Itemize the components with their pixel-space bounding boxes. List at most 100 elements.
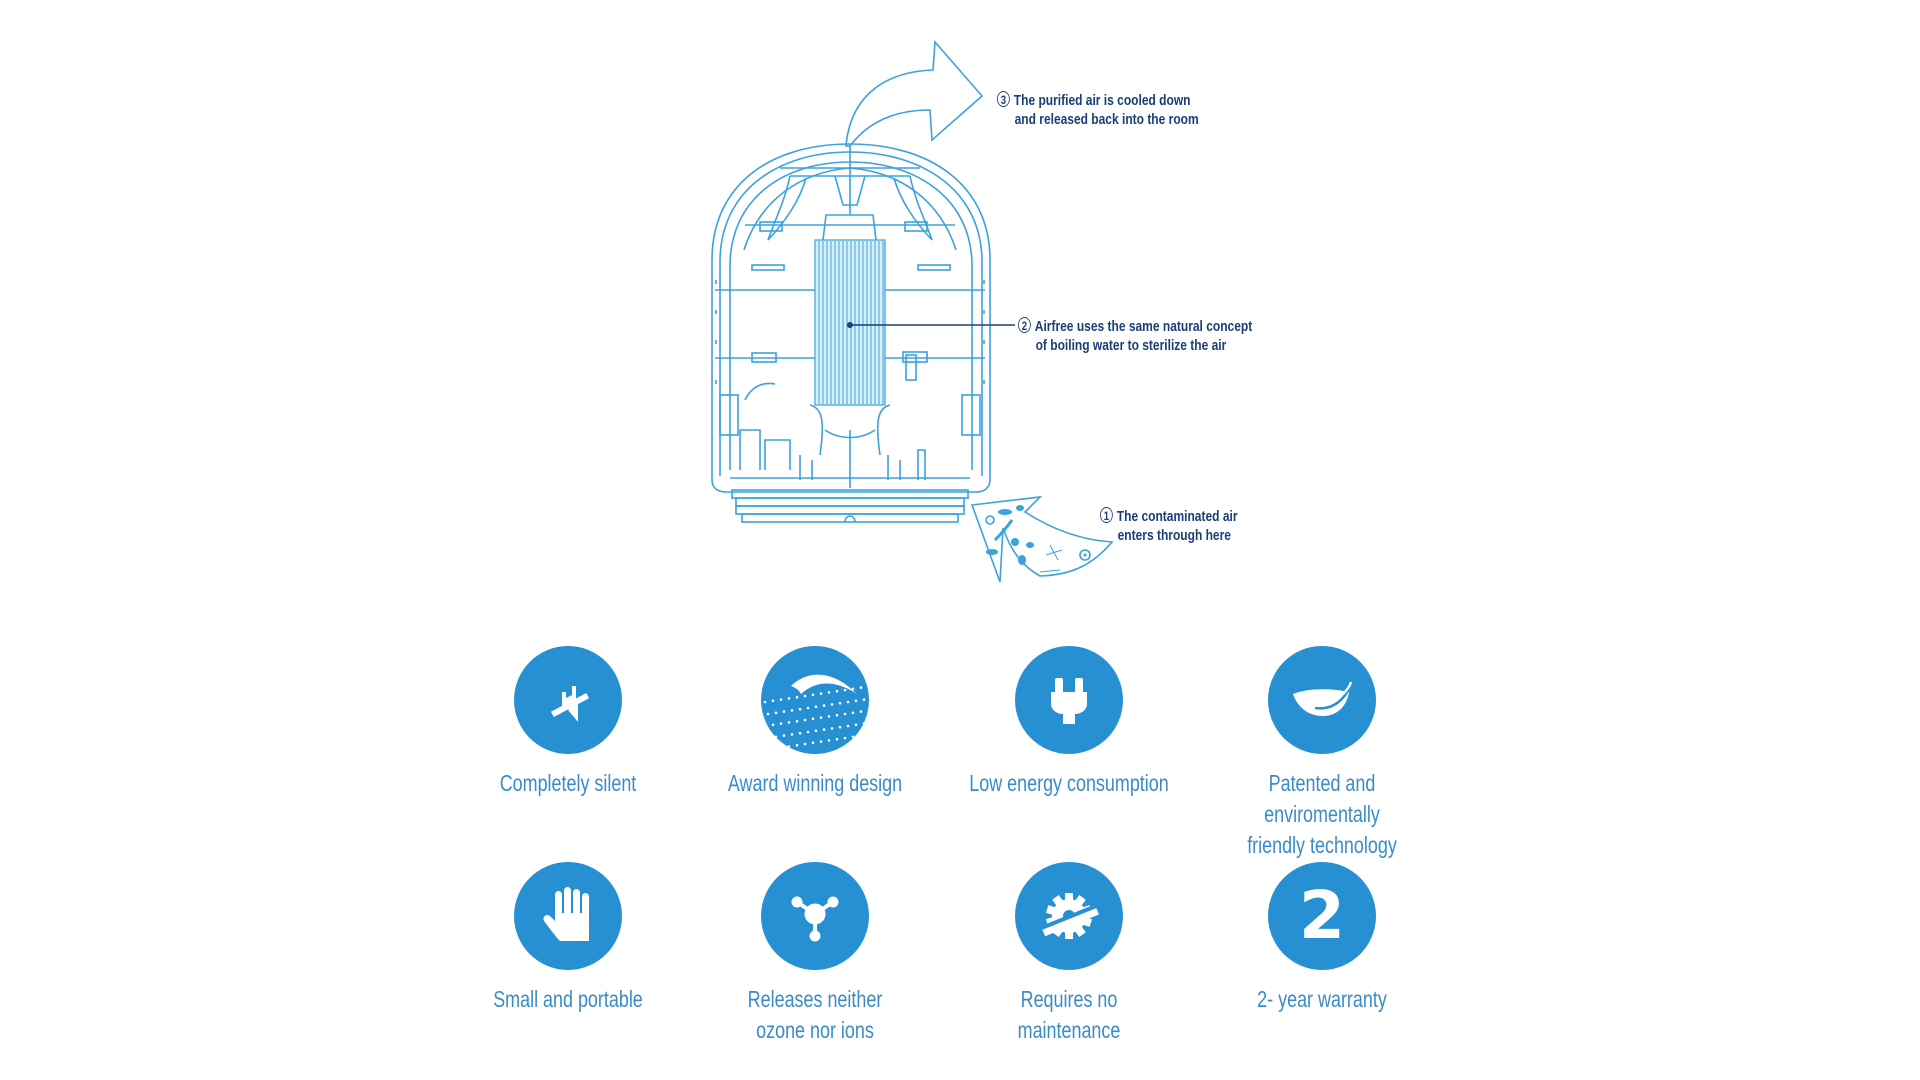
gear-tooth: [1065, 929, 1073, 939]
feature-small-portable: Small and portable: [438, 862, 698, 1015]
feature-no-maintenance: Requires no maintenance: [939, 862, 1199, 1046]
callout-1-number: 1: [1100, 507, 1113, 523]
feature-label: Award winning design: [727, 770, 903, 796]
callout-1-line2: enters through here: [1117, 527, 1231, 544]
design-dot: [763, 724, 767, 728]
leaf-icon: [1268, 646, 1376, 754]
design-dot: [819, 740, 823, 743]
design-dot: [782, 734, 786, 737]
design-dot: [779, 746, 783, 749]
design-dot: [843, 736, 847, 740]
design-dot: [827, 691, 831, 694]
purifier-base: [731, 489, 969, 523]
award-design-swoosh-icon: [761, 646, 869, 754]
design-dot: [798, 707, 802, 711]
design-dot: [779, 698, 783, 701]
design-dot: [814, 705, 818, 709]
hand-icon: [514, 862, 622, 970]
feature-label: Releases neither ozone nor ions: [747, 986, 883, 1043]
design-dot: [843, 712, 847, 716]
design-dot: [854, 723, 858, 727]
design-dot: [774, 711, 778, 715]
design-dot: [846, 724, 850, 728]
design-dot: [830, 703, 834, 706]
design-dot: [854, 699, 858, 703]
design-dot: [838, 725, 842, 729]
design-dot: [803, 694, 807, 698]
feature-label: Small and portable: [493, 986, 643, 1012]
design-dot: [811, 717, 815, 721]
design-dot: [766, 736, 770, 740]
design-dot: [827, 739, 831, 742]
design-dot: [782, 710, 786, 713]
mute-speaker-icon: [514, 646, 622, 754]
design-dot: [838, 701, 842, 705]
feature-label: Patented and enviromentally friendly tec…: [1247, 770, 1397, 858]
design-dot: [795, 719, 799, 723]
design-dot: [819, 692, 823, 695]
design-dot: [814, 729, 818, 733]
inlet-arrow: [970, 495, 1114, 583]
design-dot: [851, 735, 855, 739]
crossed-gear-icon: [1015, 862, 1123, 970]
design-dot: [822, 704, 826, 707]
design-dot: [851, 687, 855, 691]
callout-2-number: 2: [1018, 317, 1031, 333]
callout-2-line2: of boiling water to sterilize the air: [1035, 337, 1227, 354]
design-dot: [790, 709, 794, 712]
design-dot: [795, 695, 799, 699]
warranty-glyph: 2: [1299, 877, 1345, 954]
callout-3-line1: The purified air is cooled down: [1013, 92, 1191, 109]
feature-no-ozone-ions: Releases neither ozone nor ions: [685, 862, 945, 1046]
feature-award-winning-design: Award winning design: [685, 646, 945, 799]
design-dot: [862, 698, 866, 701]
feature-low-energy: Low energy consumption: [939, 646, 1199, 799]
design-dot: [835, 737, 839, 741]
design-dot: [771, 747, 775, 751]
design-dot: [867, 709, 869, 712]
design-dot: [795, 743, 799, 747]
design-dot: [806, 706, 810, 710]
gear-tooth: [1065, 893, 1073, 903]
design-dot: [835, 689, 839, 693]
callout-2-line1: Airfree uses the same natural concept: [1034, 318, 1253, 335]
design-dot: [862, 722, 866, 725]
design-dot: [859, 686, 863, 689]
design-dot: [787, 697, 791, 700]
design-dot: [835, 713, 839, 717]
design-dot: [763, 748, 767, 752]
design-dot: [774, 735, 778, 739]
feature-label: 2- year warranty: [1257, 986, 1387, 1012]
design-dot: [763, 700, 767, 704]
callout-1-line1: The contaminated air: [1116, 508, 1238, 525]
design-dot: [806, 730, 810, 734]
power-plug-icon: [1015, 646, 1123, 754]
design-dot: [819, 716, 823, 719]
purifier-diagram: [711, 40, 1114, 583]
design-dot: [851, 711, 855, 715]
callout-3-line2: and released back into the room: [1014, 111, 1199, 128]
design-dot: [846, 700, 850, 704]
design-dot: [859, 734, 863, 737]
callout-3-number: 3: [997, 91, 1010, 107]
design-dot: [766, 712, 770, 716]
number-two-icon: 2: [1268, 862, 1376, 970]
design-dot: [787, 745, 791, 748]
feature-warranty: 2 2- year warranty: [1192, 862, 1452, 1015]
design-dot: [867, 685, 869, 688]
contaminant-particles-icon: [985, 505, 1091, 573]
molecule-icon: [761, 862, 869, 970]
feature-eco-technology: Patented and enviromentally friendly tec…: [1192, 646, 1452, 861]
design-dot: [859, 710, 863, 713]
design-dot: [787, 721, 791, 724]
design-dot: [790, 733, 794, 736]
feature-label: Completely silent: [499, 770, 637, 796]
design-dot: [822, 728, 826, 731]
feature-label: Low energy consumption: [969, 770, 1169, 796]
feature-label: Requires no maintenance: [1017, 986, 1121, 1043]
design-dot: [798, 731, 802, 735]
design-dot: [803, 742, 807, 746]
